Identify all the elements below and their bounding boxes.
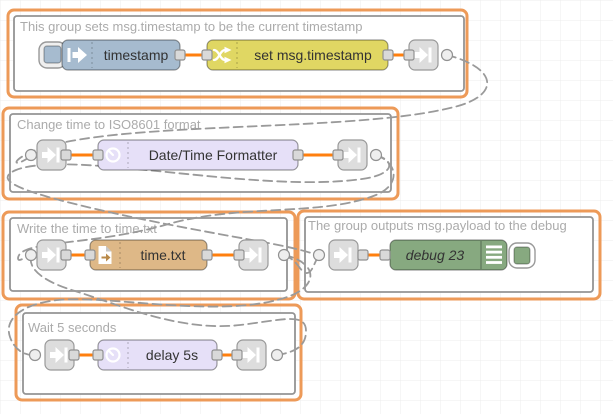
- group-iso8601-border[interactable]: [1, 106, 400, 201]
- link-wire-g2out-to-g3in[interactable]: [17, 154, 395, 261]
- link-wire-g1out-to-g2in[interactable]: [15, 54, 488, 164]
- link-out-virtual-port[interactable]: [440, 48, 454, 62]
- link-out-virtual-port[interactable]: [277, 248, 291, 262]
- link-out-virtual-port[interactable]: [369, 148, 383, 162]
- link-in-virtual-port[interactable]: [312, 248, 326, 262]
- link-in-output-port[interactable]: [60, 249, 72, 261]
- delay-input-port[interactable]: [92, 349, 104, 361]
- link-wire-g2out-to-g4in[interactable]: [6, 154, 390, 256]
- debug-node-group: debug 23: [379, 239, 536, 271]
- link-out-input-port[interactable]: [332, 149, 344, 161]
- link-out-input-port[interactable]: [233, 249, 245, 261]
- file-node-group: time.txt: [84, 239, 213, 271]
- link-wire-g5out-to-g3in[interactable]: [29, 255, 307, 356]
- group-set-timestamp-border[interactable]: [6, 8, 469, 99]
- link-in-output-port[interactable]: [68, 349, 80, 361]
- link-out-icon: [244, 247, 262, 263]
- group-iso8601-title: Change time to ISO8601 format: [17, 117, 201, 132]
- timer-icon: [105, 147, 121, 163]
- inject-node-group: timestamp: [38, 39, 186, 71]
- file-node-label: time.txt: [140, 247, 185, 263]
- change-output-port[interactable]: [382, 49, 394, 61]
- delay-node-label: delay 5s: [146, 347, 198, 363]
- link-out-icon: [242, 347, 260, 363]
- link-in-icon: [42, 147, 60, 163]
- link-out-node-g1: [403, 39, 454, 71]
- link-out-node-g3: [233, 239, 291, 271]
- change-node-group: set msg.timestamp: [201, 39, 394, 71]
- link-in-icon: [50, 347, 68, 363]
- link-in-node-g4: [312, 239, 369, 271]
- group-debug-output-title: The group outputs msg.payload to the deb…: [308, 218, 567, 233]
- link-out-input-port[interactable]: [231, 349, 243, 361]
- formatter-output-port[interactable]: [292, 149, 304, 161]
- delay-output-port[interactable]: [211, 349, 223, 361]
- group-set-timestamp-title: This group sets msg.timestamp to be the …: [20, 19, 362, 34]
- file-input-port[interactable]: [84, 249, 96, 261]
- shuffle-icon: [212, 46, 232, 64]
- formatter-input-port[interactable]: [92, 149, 104, 161]
- group-debug-output-border[interactable]: [296, 209, 602, 301]
- debug-toggle-button-inner[interactable]: [513, 246, 531, 265]
- link-out-node-g2: [332, 139, 383, 171]
- debug-input-port[interactable]: [379, 249, 391, 261]
- link-in-virtual-port[interactable]: [24, 248, 38, 262]
- change-input-port[interactable]: [201, 49, 213, 61]
- group-write-file-title: Write the time to time.txt: [17, 221, 157, 236]
- formatter-node-label: Date/Time Formatter: [149, 147, 278, 163]
- link-in-icon: [42, 247, 60, 263]
- link-in-output-port[interactable]: [357, 249, 369, 261]
- link-in-node-g2: [24, 139, 72, 171]
- link-in-virtual-port[interactable]: [28, 348, 42, 362]
- group-write-file-border[interactable]: [1, 210, 297, 301]
- link-out-input-port[interactable]: [403, 49, 415, 61]
- formatter-node-group: Date/Time Formatter: [92, 139, 304, 171]
- debug-node-label: debug 23: [406, 247, 465, 263]
- inject-button-inner[interactable]: [43, 45, 62, 64]
- timer-icon: [105, 347, 121, 363]
- link-in-output-port[interactable]: [60, 149, 72, 161]
- link-out-virtual-port[interactable]: [270, 348, 284, 362]
- delay-node-group: delay 5s: [92, 339, 223, 371]
- link-out-icon: [343, 147, 361, 163]
- inject-node-label: timestamp: [104, 47, 169, 63]
- file-output-port[interactable]: [201, 249, 213, 261]
- link-in-node-g5: [28, 339, 80, 371]
- link-out-node-g5: [231, 339, 284, 371]
- debug-list-icon: [486, 245, 502, 264]
- link-in-icon: [334, 247, 352, 263]
- file-icon: [98, 246, 112, 264]
- group-wait-5s-title: Wait 5 seconds: [28, 320, 117, 335]
- link-in-virtual-port[interactable]: [24, 148, 38, 162]
- link-out-icon: [414, 47, 432, 63]
- link-in-node-g3: [24, 239, 72, 271]
- inject-arrow-icon: [67, 47, 87, 63]
- inject-output-port[interactable]: [174, 49, 186, 61]
- change-node-label: set msg.timestamp: [254, 47, 372, 63]
- link-wire-g3out-to-g4in[interactable]: [283, 254, 320, 274]
